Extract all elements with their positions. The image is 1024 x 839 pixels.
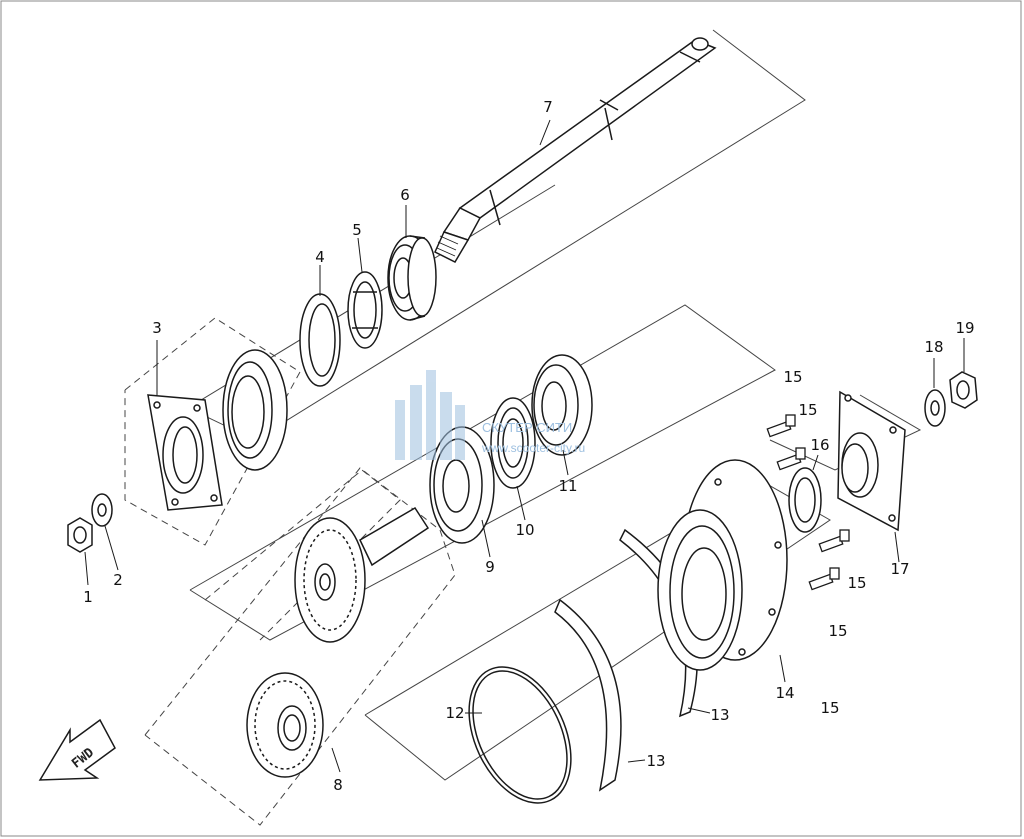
seal-part-16 [788, 467, 822, 533]
callout-2: 2 [113, 571, 123, 589]
watermark-url: www.scooter-city.ru [481, 441, 585, 455]
bearing-part-6 [387, 235, 437, 321]
callout-6: 6 [400, 186, 410, 204]
shaft-part-7 [434, 37, 717, 263]
seal-part-4 [299, 293, 341, 387]
flange-part-17 [837, 390, 906, 532]
watermark-logo [395, 370, 465, 460]
bevel-gear-part-8 [294, 506, 430, 643]
guide-box-housing [364, 479, 831, 781]
fwd-arrow-icon: FWD [38, 718, 116, 781]
callout-13: 13 [646, 752, 665, 770]
callout-14: 14 [775, 684, 794, 702]
callout-8: 8 [333, 776, 343, 794]
flange-plate-part-3 [147, 394, 223, 511]
callout-7: 7 [543, 98, 553, 116]
dashed-box-part8 [144, 467, 456, 826]
callout-5: 5 [352, 221, 362, 239]
callout-12: 12 [445, 704, 464, 722]
seal-part-3 [222, 349, 288, 471]
washer-part-2 [91, 493, 113, 527]
callout-16: 16 [810, 436, 829, 454]
callout-13: 13 [710, 706, 729, 724]
callout-15: 15 [847, 574, 866, 592]
nut-part-19 [949, 371, 978, 409]
callout-15: 15 [828, 622, 847, 640]
callout-17: 17 [890, 560, 909, 578]
bearing-part-11 [531, 354, 593, 456]
callout-4: 4 [315, 248, 325, 266]
callout-15: 15 [820, 699, 839, 717]
callout-9: 9 [485, 558, 495, 576]
retainer-part-5 [347, 271, 383, 349]
callout-15: 15 [798, 401, 817, 419]
callout-11: 11 [558, 477, 577, 495]
needle-bearing-part-10 [490, 397, 536, 489]
callout-1: 1 [83, 588, 93, 606]
callout-18: 18 [924, 338, 943, 356]
callout-10: 10 [515, 521, 534, 539]
callout-19: 19 [955, 319, 974, 337]
callout-3: 3 [152, 319, 162, 337]
nut-part-1 [67, 517, 93, 553]
washer-part-18 [924, 389, 946, 427]
bolt-part-15 [766, 414, 850, 591]
callout-15: 15 [783, 368, 802, 386]
o-ring-part-12 [468, 666, 572, 804]
driven-gear-part-8 [246, 672, 324, 778]
housing-part-14 [657, 459, 788, 671]
watermark-brand: СКУТЕР СИТИ [482, 420, 572, 435]
